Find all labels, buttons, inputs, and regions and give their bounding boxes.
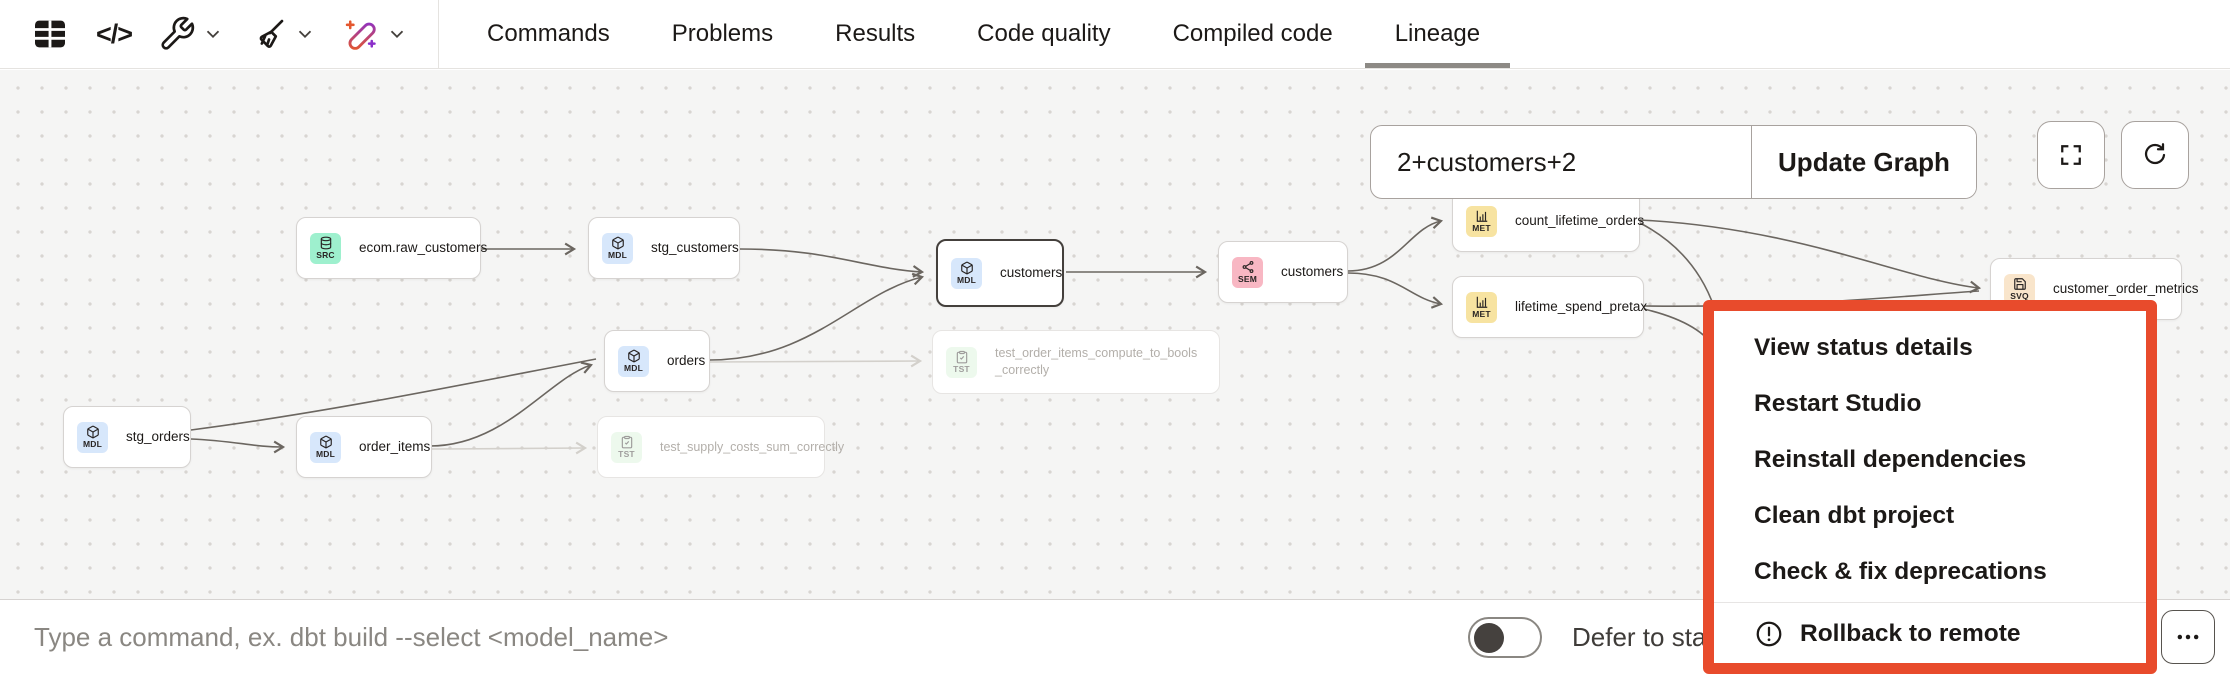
node-label: stg_orders <box>126 428 190 444</box>
more-options-button[interactable] <box>2161 610 2215 664</box>
node-label: customers <box>1000 264 1063 280</box>
metric-badge: MET <box>1466 291 1497 323</box>
cube-icon <box>611 236 624 250</box>
node-label: order_items <box>359 438 431 454</box>
model-badge: MDL <box>310 431 341 463</box>
menu-item-rollback-to-remote[interactable]: Rollback to remote <box>1714 606 2146 662</box>
metric-badge: MET <box>1466 205 1497 237</box>
table-icon <box>35 20 65 48</box>
tab-problems[interactable]: Problems <box>671 20 774 47</box>
network-icon <box>1242 261 1253 274</box>
source-badge: SRC <box>310 232 341 264</box>
graph-selector-input[interactable] <box>1371 126 1751 198</box>
test-badge: TST <box>611 431 642 463</box>
model-badge: MDL <box>618 345 649 377</box>
tab-commands[interactable]: Commands <box>487 20 610 47</box>
floppy-disk-icon <box>2013 278 2026 291</box>
magic-wand-icon <box>345 20 376 50</box>
node-label: count_lifetime_orders <box>1515 212 1645 228</box>
ai-assist-button[interactable] <box>342 15 408 53</box>
toolbar-divider <box>438 0 440 69</box>
model-badge: MDL <box>77 421 108 453</box>
node-label: ecom.raw_customers <box>359 239 488 255</box>
saved-query-badge: SVQ <box>2004 273 2035 305</box>
menu-item-restart-studio[interactable]: Restart Studio <box>1754 390 1922 417</box>
node-label: test_supply_costs_sum_correctly <box>660 439 845 454</box>
model-badge: MDL <box>602 232 633 264</box>
chevron-down-icon <box>390 30 404 39</box>
lineage-node-customers-semantic[interactable]: SEM customers <box>1218 241 1348 303</box>
tab-results[interactable]: Results <box>835 20 916 47</box>
toolbar-icon-group: </> <box>0 0 408 68</box>
node-label: stg_customers <box>651 239 739 255</box>
fullscreen-icon <box>2061 145 2081 165</box>
model-badge: MDL <box>951 257 982 289</box>
toggle-knob <box>1474 622 1504 653</box>
clean-button[interactable] <box>250 15 316 53</box>
test-badge: TST <box>946 346 977 378</box>
fullscreen-button[interactable] <box>2037 121 2105 189</box>
update-graph-button[interactable]: Update Graph <box>1751 126 1976 198</box>
tab-compiled-code[interactable]: Compiled code <box>1172 20 1333 47</box>
chevron-down-icon <box>206 30 220 39</box>
graph-selector-control: Update Graph <box>1370 125 1977 199</box>
cube-icon <box>319 435 332 449</box>
top-toolbar: </> Commands Prob <box>0 0 2230 69</box>
build-tools-button[interactable] <box>158 15 224 53</box>
code-icon: </> <box>96 18 133 49</box>
defer-label: Defer to sta <box>1572 622 1707 652</box>
lineage-node-count-lifetime-orders[interactable]: MET count_lifetime_orders <box>1452 190 1644 252</box>
defer-toggle[interactable] <box>1468 617 1542 658</box>
alert-circle-icon <box>1756 621 1782 647</box>
lineage-node-customers-model[interactable]: MDL customers <box>936 239 1064 307</box>
cube-icon <box>86 425 99 439</box>
node-label: orders <box>667 352 706 368</box>
lineage-node-stg-orders[interactable]: MDL stg_orders <box>63 406 191 468</box>
node-label: test_order_items_compute_to_bools_correc… <box>995 346 1198 377</box>
lineage-node-order-items[interactable]: MDL order_items <box>296 416 432 478</box>
node-label: lifetime_spend_pretax <box>1515 298 1648 314</box>
ellipsis-icon <box>2177 634 2199 640</box>
lineage-node-stg-customers[interactable]: MDL stg_customers <box>588 217 740 279</box>
semantic-model-badge: SEM <box>1232 256 1263 288</box>
code-button[interactable]: </> <box>96 18 133 50</box>
lineage-node-ecom-raw-customers[interactable]: SRC ecom.raw_customers <box>296 217 487 279</box>
menu-item-view-status-details[interactable]: View status details <box>1754 334 1973 361</box>
lineage-node-lifetime-spend-pretax[interactable]: MET lifetime_spend_pretax <box>1452 276 1648 338</box>
bar-chart-icon <box>1476 297 1487 309</box>
menu-item-clean-dbt-project[interactable]: Clean dbt project <box>1754 502 1955 529</box>
cube-icon <box>627 349 640 363</box>
menu-item-label: Rollback to remote <box>1800 620 2021 647</box>
wrench-icon <box>161 16 195 50</box>
clipboard-check-icon <box>956 351 967 364</box>
bar-chart-icon <box>1476 211 1487 223</box>
refresh-icon <box>2144 143 2166 165</box>
tab-bar: Commands Problems Results Code quality C… <box>439 0 1511 68</box>
status-context-menu: View status details Restart Studio Reins… <box>1703 300 2157 674</box>
menu-item-check-fix-deprecations[interactable]: Check & fix deprecations <box>1754 558 2047 585</box>
tab-code-quality[interactable]: Code quality <box>977 20 1111 47</box>
menu-item-reinstall-dependencies[interactable]: Reinstall dependencies <box>1754 446 2027 473</box>
broom-icon <box>259 19 284 48</box>
table-view-button[interactable] <box>30 14 70 54</box>
node-label: customer_order_metrics <box>2053 280 2199 296</box>
database-icon <box>320 236 331 250</box>
command-input[interactable] <box>0 621 1380 653</box>
lineage-node-orders[interactable]: MDL orders <box>604 330 710 392</box>
node-label: customers <box>1281 263 1344 279</box>
clipboard-check-icon <box>621 436 632 449</box>
tab-lineage[interactable]: Lineage <box>1364 0 1511 68</box>
refresh-button[interactable] <box>2121 121 2189 189</box>
lineage-node-test-order-items[interactable]: TST test_order_items_compute_to_bools_co… <box>932 330 1220 394</box>
lineage-node-test-supply-costs[interactable]: TST test_supply_costs_sum_correctly <box>597 416 844 478</box>
menu-divider <box>1714 602 2146 603</box>
chevron-down-icon <box>298 30 312 39</box>
cube-icon <box>960 261 973 275</box>
